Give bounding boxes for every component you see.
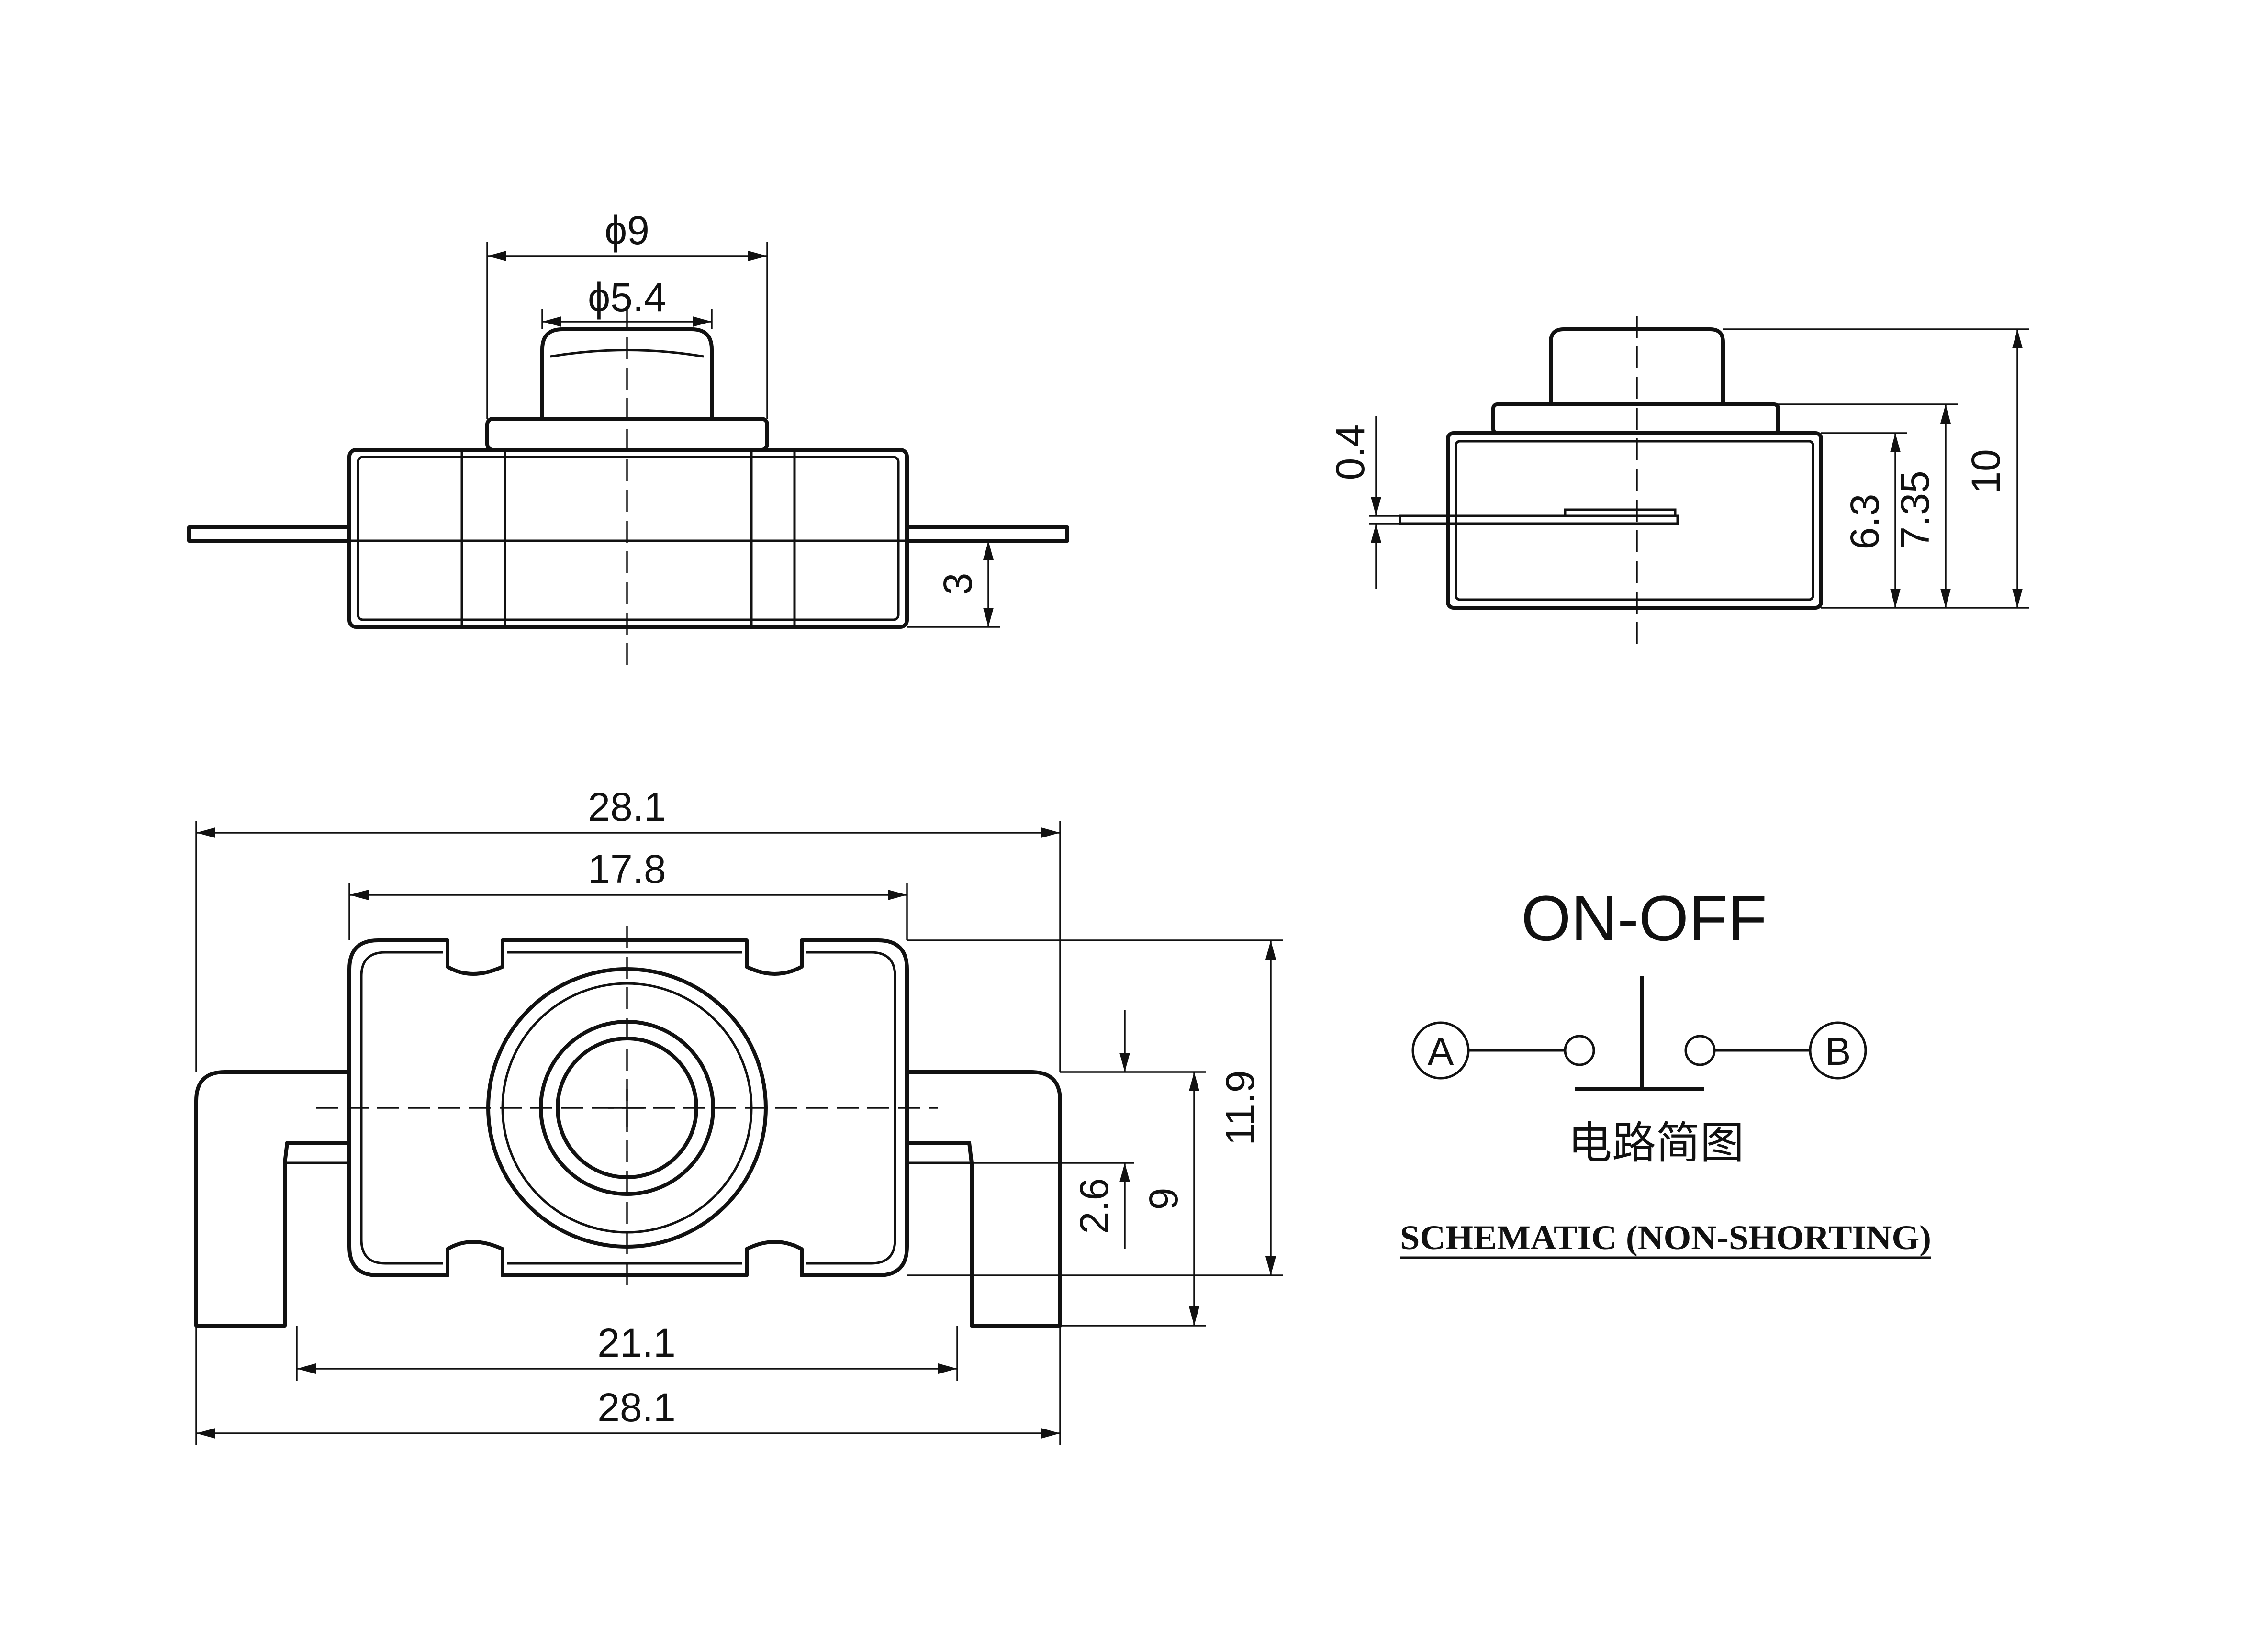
side-view-body — [1446, 431, 1823, 610]
top-view-left-terminal — [194, 1070, 349, 1328]
front-view: ϕ9 ϕ5.4 3 — [187, 208, 1069, 670]
dim-body-height: 6.3 — [1842, 494, 1887, 550]
dim-overall-width-top: 28.1 — [588, 784, 666, 829]
side-view-terminal — [1399, 514, 1679, 525]
side-view-flange — [1491, 402, 1780, 435]
dim-body-width: 17.8 — [588, 847, 666, 892]
schematic-title: ON-OFF — [1521, 883, 1767, 954]
schematic-chinese-caption: 电路简图 — [1568, 1117, 1744, 1169]
contact-left — [1564, 1035, 1595, 1066]
schematic-caption: SCHEMATIC (NON-SHORTING) — [1400, 1218, 1931, 1257]
terminal-b-circle — [1809, 1021, 1867, 1080]
dim-terminal-height: 3 — [935, 573, 980, 595]
side-view: 0.4 6.3 7.35 10 — [1328, 316, 2029, 651]
top-view-body — [347, 938, 909, 1277]
top-view: 28.1 17.8 21.1 28.1 2.6 — [194, 784, 1283, 1445]
front-view-right-terminal — [905, 525, 1069, 543]
dim-outer-diameter: ϕ9 — [604, 208, 649, 253]
terminal-b-label: B — [1825, 1030, 1851, 1073]
dim-terminal-offset: 2.6 — [1072, 1178, 1117, 1234]
front-view-left-terminal — [187, 525, 351, 543]
terminal-a-label: A — [1428, 1030, 1454, 1073]
dim-terminal-thickness: 0.4 — [1328, 424, 1373, 480]
top-view-right-terminal — [907, 1070, 1062, 1328]
dim-overall-width-bottom: 28.1 — [597, 1385, 676, 1430]
dim-terminal-span: 21.1 — [597, 1320, 676, 1365]
contact-right — [1684, 1035, 1716, 1066]
front-view-button — [540, 327, 714, 419]
schematic: ON-OFF A B 电路简图 SCHEMATIC (NON-SHORTING) — [1400, 883, 1931, 1259]
dim-height-with-flange: 7.35 — [1892, 470, 1937, 549]
front-view-body — [347, 448, 909, 629]
dim-terminal-width: 9 — [1141, 1188, 1186, 1210]
dim-inner-diameter: ϕ5.4 — [588, 275, 666, 320]
dim-body-depth: 11.9 — [1218, 1070, 1263, 1145]
dim-total-height: 10 — [1963, 449, 2008, 493]
